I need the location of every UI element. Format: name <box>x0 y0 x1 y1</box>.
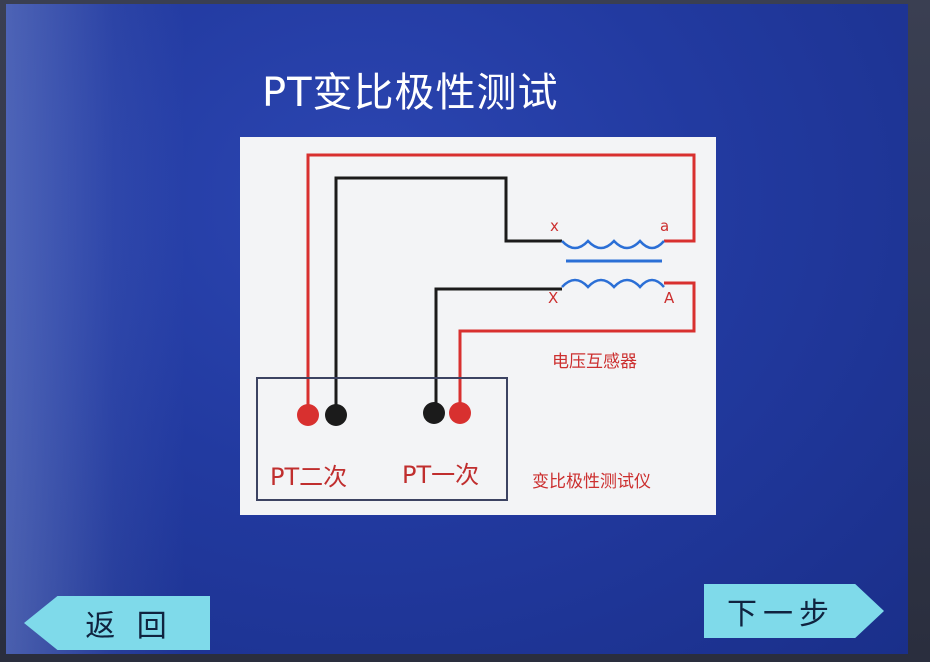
secondary-black-terminal <box>325 404 347 426</box>
secondary-red-terminal <box>297 404 319 426</box>
instrument-label: 变比极性测试仪 <box>532 472 651 492</box>
terminal-X-upper-label: X <box>548 289 559 307</box>
pt-secondary-port-label: PT二次 <box>270 463 348 491</box>
wiring-diagram-svg <box>297 153 696 426</box>
red-wire-secondary <box>306 153 696 409</box>
terminal-A-upper-label: A <box>664 289 675 307</box>
pt-primary-port-label: PT一次 <box>402 461 480 489</box>
primary-red-terminal <box>449 402 471 424</box>
transformer-label: 电压互感器 <box>552 352 637 372</box>
page-title: PT变比极性测试 <box>262 70 559 116</box>
screen-glare <box>6 4 186 654</box>
terminal-x-lower-label: x <box>550 217 559 235</box>
primary-coil <box>561 278 665 289</box>
test-instrument-box <box>256 377 508 501</box>
black-wire-secondary <box>334 176 562 409</box>
red-wire-primary <box>458 281 696 409</box>
wiring-diagram: x a X A 电压互感器 PT二次 PT一次 变比极性测试仪 <box>240 137 716 515</box>
touch-screen: PT变比极性测试 x a X A 电压互感器 <box>6 4 908 654</box>
secondary-coil <box>561 239 665 250</box>
back-button[interactable]: 返 回 <box>24 596 210 650</box>
next-step-button[interactable]: 下一步 <box>704 584 884 638</box>
primary-black-terminal <box>423 402 445 424</box>
terminal-a-lower-label: a <box>660 217 670 235</box>
black-wire-primary <box>434 287 562 409</box>
